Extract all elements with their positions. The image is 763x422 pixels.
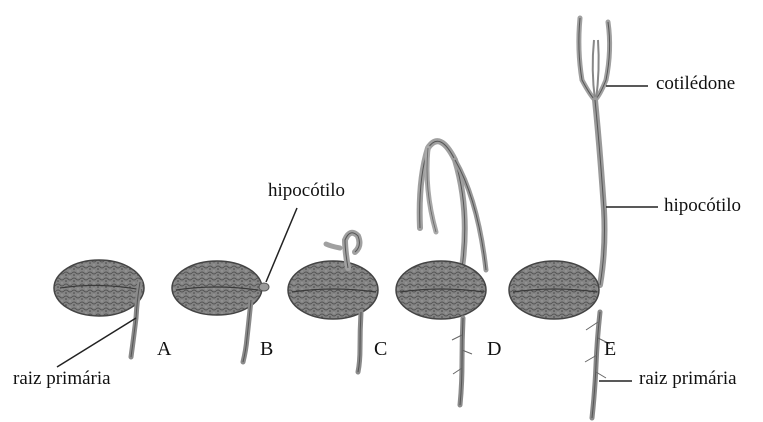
seed-stage-b xyxy=(172,261,269,362)
seed-stage-c xyxy=(288,233,378,372)
seed-stage-a xyxy=(54,260,144,357)
leader-primary-root-a xyxy=(57,318,136,367)
label-primary-root-e: raiz primária xyxy=(639,369,737,388)
seed-stage-e xyxy=(509,18,610,418)
label-hypocotyl-e: hipocótilo xyxy=(664,196,741,215)
label-primary-root-a: raiz primária xyxy=(13,369,111,388)
label-cotyledon: cotilédone xyxy=(656,74,735,93)
seed-stage-d xyxy=(396,141,486,405)
stage-label-b: B xyxy=(260,339,273,359)
label-hypocotyl-b: hipocótilo xyxy=(268,181,345,200)
leader-hypocotyl-b xyxy=(266,208,297,282)
stage-label-c: C xyxy=(374,339,387,359)
stage-label-a: A xyxy=(157,339,171,359)
stage-label-d: D xyxy=(487,339,501,359)
stage-label-e: E xyxy=(604,339,616,359)
